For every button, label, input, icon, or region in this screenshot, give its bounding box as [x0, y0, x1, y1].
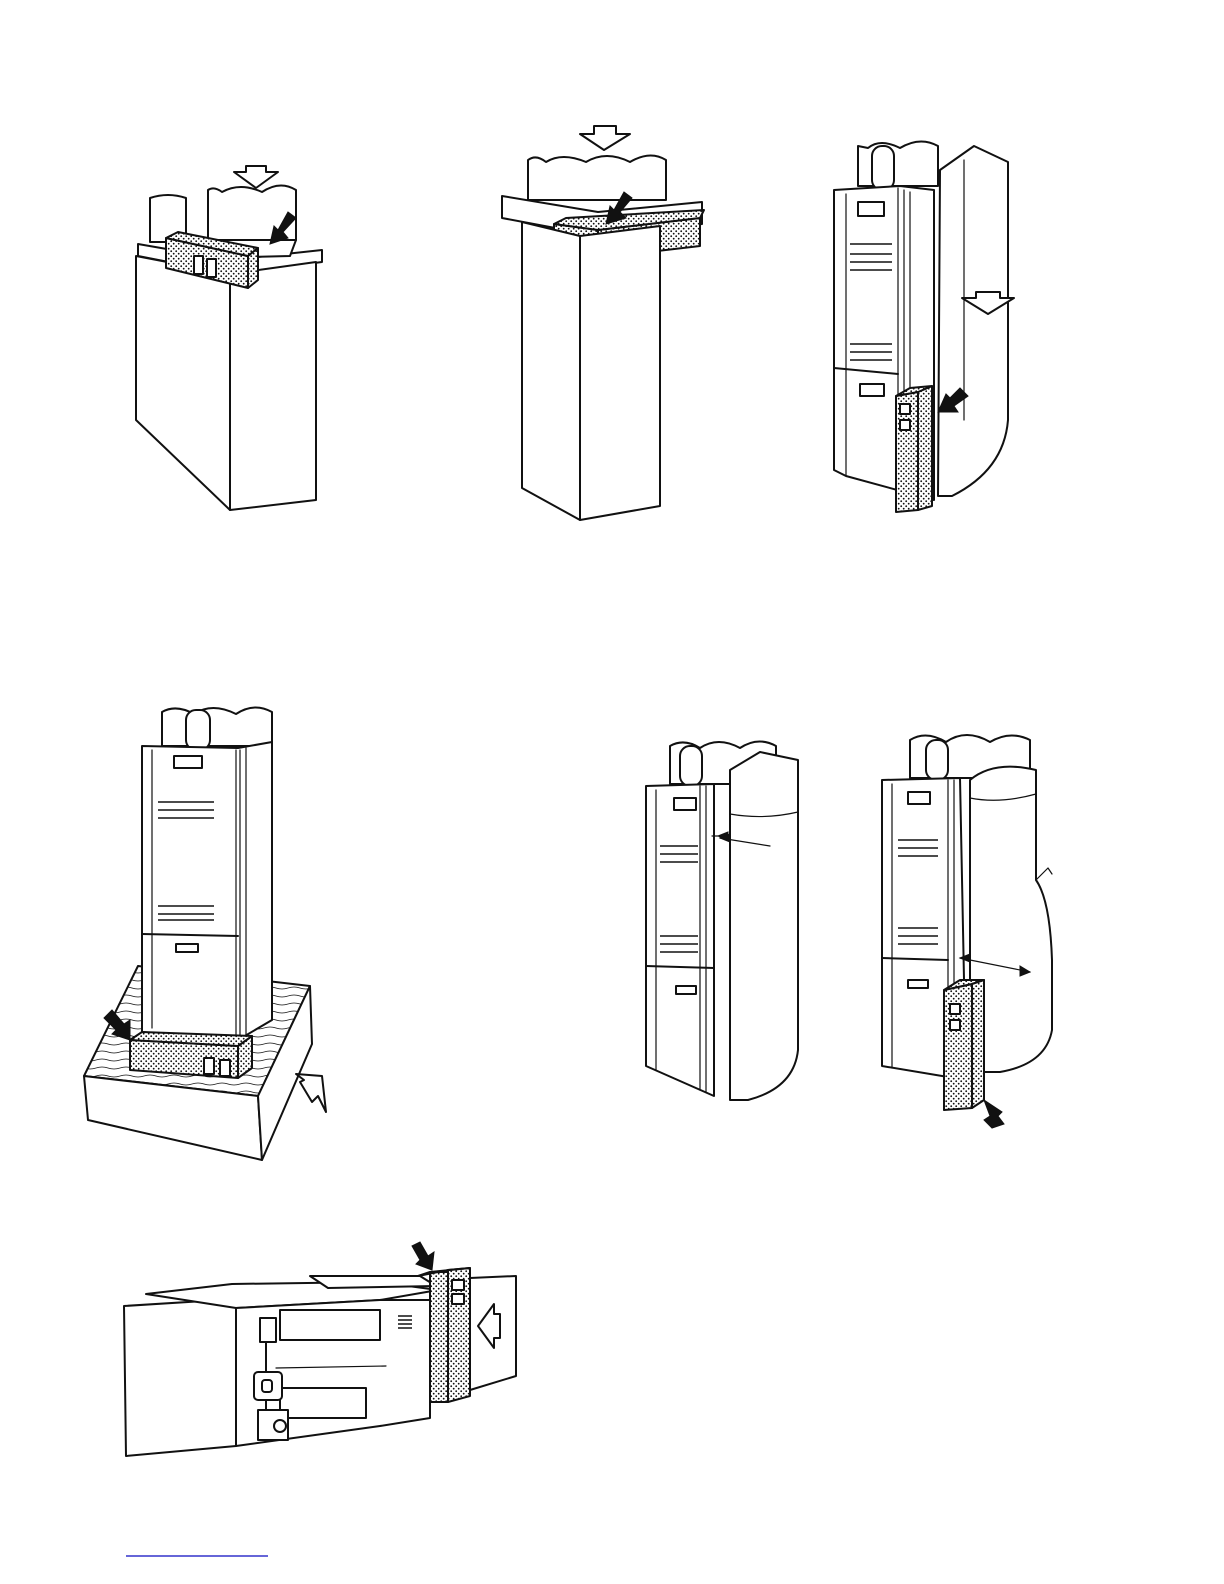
airflow-arrow-icon: [234, 166, 278, 188]
location-arrow-icon: [984, 1100, 1004, 1128]
figure-c-side-return-filter: [834, 141, 1014, 512]
figure-f-side-return-filter: [882, 735, 1052, 1128]
figure-a-upflow-top-filter: [136, 166, 322, 510]
figure-d-platform-bottom-filter: [84, 707, 326, 1160]
figure-e-side-return-clearance: [646, 741, 798, 1100]
airflow-arrow-icon: [580, 126, 630, 150]
location-arrow-icon: [412, 1242, 434, 1270]
airflow-arrow-icon: [296, 1074, 326, 1112]
figure-b-top-filter-wide: [502, 126, 704, 520]
figure-g-horizontal-end-filter: [124, 1242, 516, 1456]
